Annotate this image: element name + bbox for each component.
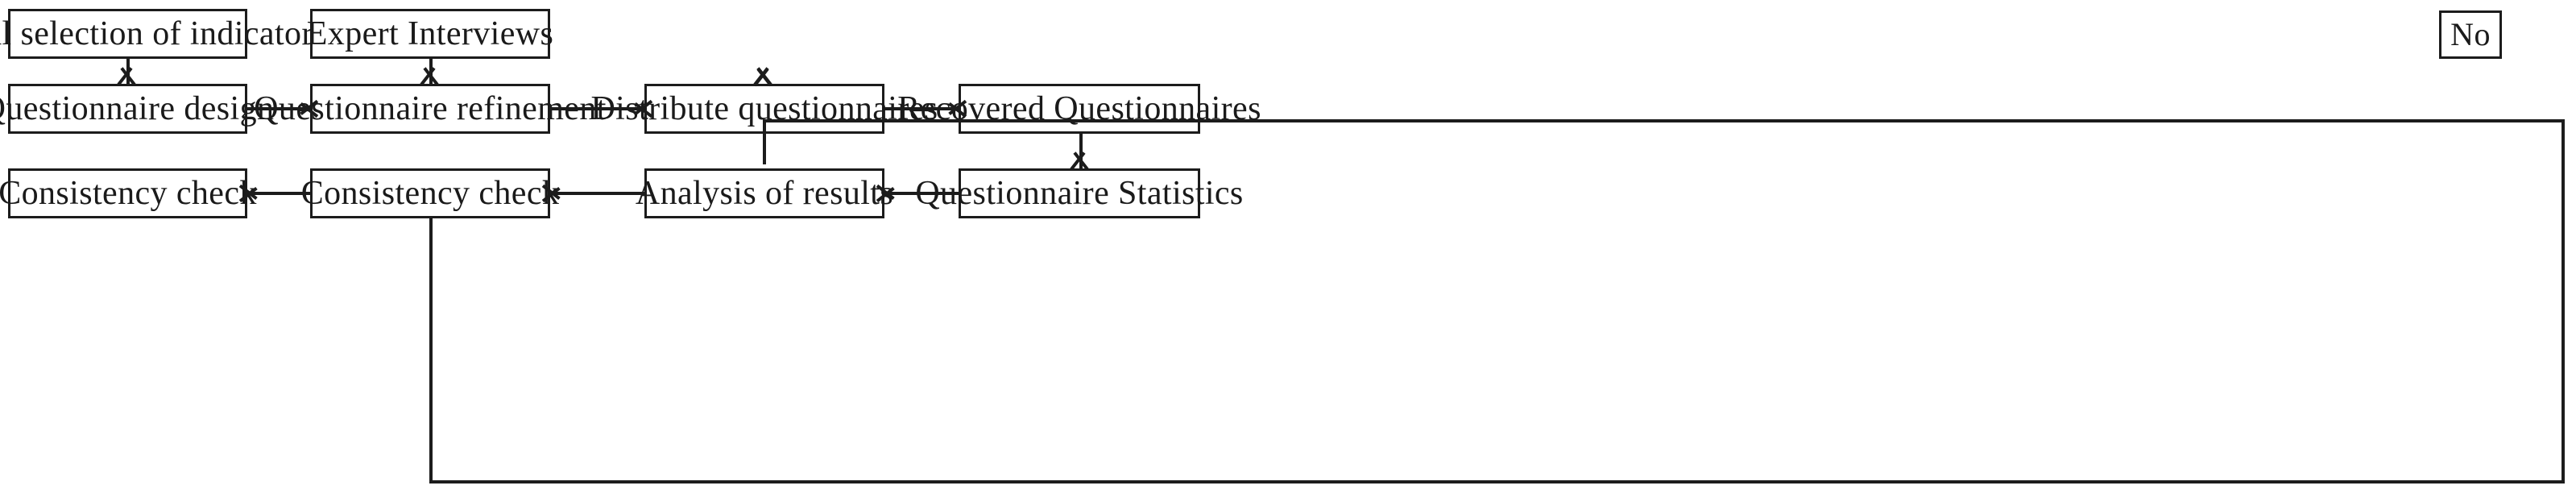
edge-analysis-to-consistency-line xyxy=(550,192,644,195)
node-expert-interviews[interactable]: Expert Interviews xyxy=(307,9,553,59)
edge-initial-to-design-arrowhead xyxy=(117,67,136,86)
node-label: Questionnaire Statistics xyxy=(915,174,1244,212)
feedback-loop-right-edge xyxy=(2562,119,2565,483)
node-label: Questionnaire refinement xyxy=(254,89,607,127)
feedback-loop-bottom xyxy=(429,480,2565,483)
node-questionnaire-statistics[interactable]: Questionnaire Statistics xyxy=(915,168,1243,218)
node-label: Consistency check xyxy=(0,174,257,212)
feedback-arrow-into-distribute-shaft xyxy=(763,119,766,164)
node-consistency-check-final[interactable]: Consistency check xyxy=(0,168,256,218)
node-label: Questionnaire design xyxy=(0,89,275,127)
node-label: Expert Interviews xyxy=(306,15,554,52)
node-recovered-questionnaires[interactable]: Recovered Questionnaires xyxy=(897,84,1261,134)
edge-refinement-to-distribute-line xyxy=(550,107,644,110)
node-initial-selection[interactable]: Initial selection of indicators xyxy=(0,9,326,59)
feedback-loop-down-from-consistency xyxy=(429,218,433,483)
node-consistency-check[interactable]: Consistency check xyxy=(301,168,559,218)
node-no-label[interactable]: No xyxy=(2439,10,2502,59)
edge-distribute-to-recovered-line xyxy=(884,107,959,110)
node-label: Consistency check xyxy=(300,174,560,212)
edge-recovered-to-statistics-arrowhead xyxy=(1070,151,1089,171)
feedback-loop-arrowhead-distribute xyxy=(753,67,772,86)
edge-expert-to-refinement-arrowhead xyxy=(420,67,439,86)
node-label: No xyxy=(2450,16,2491,52)
edge-recovered-to-statistics-line xyxy=(1079,134,1083,168)
node-questionnaire-design[interactable]: Questionnaire design xyxy=(0,84,274,134)
node-label: Analysis of results xyxy=(635,174,894,212)
edge-statistics-to-analysis-line xyxy=(884,192,959,195)
feedback-loop-top xyxy=(763,119,2565,122)
node-label: Initial selection of indicators xyxy=(0,15,327,52)
node-analysis-of-results[interactable]: Analysis of results xyxy=(636,168,893,218)
edge-consistency-to-final-line xyxy=(247,192,310,195)
edge-design-to-refinement-line xyxy=(247,107,310,110)
node-questionnaire-refinement[interactable]: Questionnaire refinement xyxy=(254,84,606,134)
